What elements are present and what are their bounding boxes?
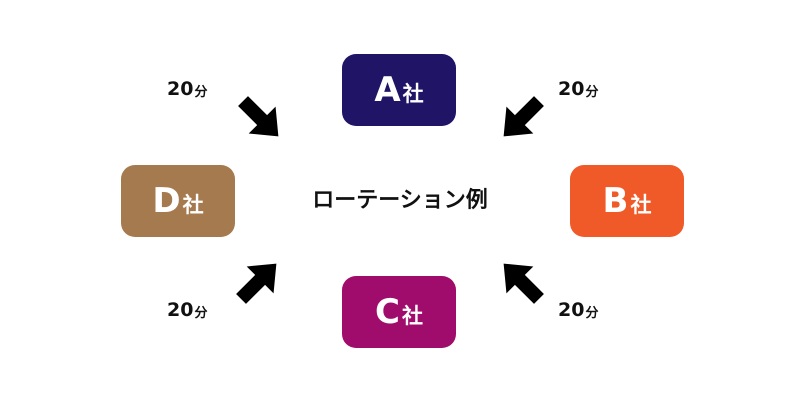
node-b-letter: B — [602, 181, 629, 221]
duration-unit: 分 — [585, 306, 599, 321]
node-d-suffix: 社 — [182, 192, 204, 217]
duration-unit: 分 — [194, 306, 208, 321]
duration-unit: 分 — [194, 85, 208, 100]
duration-number: 20 — [167, 299, 194, 321]
arrow-d-to-a-icon — [238, 96, 279, 137]
duration-number: 20 — [167, 78, 194, 100]
duration-number: 20 — [558, 299, 585, 321]
node-c-letter: C — [375, 292, 400, 332]
node-d-letter: D — [152, 181, 181, 221]
node-b-suffix: 社 — [630, 192, 652, 217]
duration-number: 20 — [558, 78, 585, 100]
diagram-title: ローテーション例 — [312, 188, 488, 213]
node-a-suffix: 社 — [402, 81, 424, 106]
duration-unit: 分 — [585, 85, 599, 100]
arrow-a-to-b-icon — [503, 96, 544, 137]
node-c-suffix: 社 — [401, 303, 423, 328]
node-a-letter: A — [374, 70, 401, 110]
arrow-c-to-d-icon — [236, 263, 277, 304]
arrow-b-to-c-icon — [503, 263, 544, 304]
